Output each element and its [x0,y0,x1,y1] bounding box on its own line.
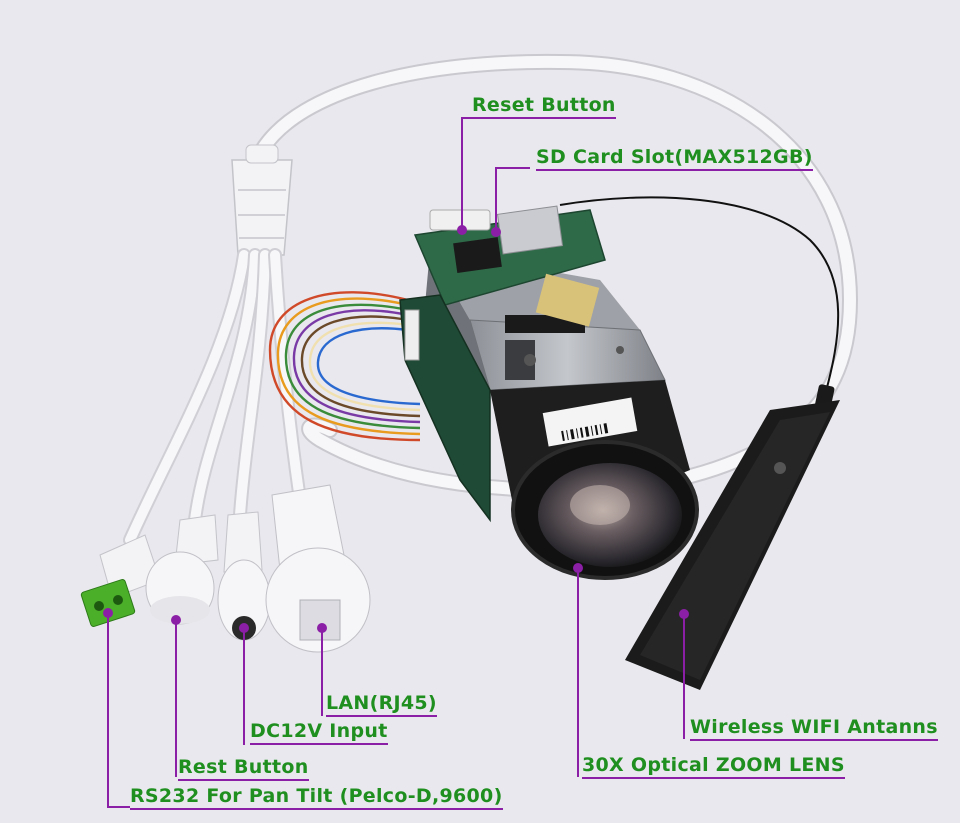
leader-dots [103,225,689,633]
terminal-block-connector [80,534,161,627]
leader-rs232 [107,613,130,808]
side-pcb [399,294,491,523]
branch-cables [123,248,307,547]
label-rs232: RS232 For Pan Tilt (Pelco-D,9600) [130,785,503,810]
label-zoom-lens: 30X Optical ZOOM LENS [582,754,845,779]
rj45-jack [265,484,371,653]
cable-splitter [231,144,293,256]
label-dc-input: DC12V Input [250,720,388,745]
zoom-lens [490,380,699,580]
leader-lines [107,117,685,808]
reset-button-jack [145,514,219,625]
label-lan: LAN(RJ45) [326,692,437,717]
colored-wires [268,291,421,442]
antenna-wire [559,196,840,396]
leader-reset-button [461,117,526,230]
leader-sd-card [495,167,530,232]
label-sd-card-slot: SD Card Slot(MAX512GB) [536,146,813,171]
label-rest-button: Rest Button [178,756,309,781]
label-wifi-antenna: Wireless WIFI Antanns [690,716,938,741]
label-reset-button: Reset Button [472,94,616,119]
